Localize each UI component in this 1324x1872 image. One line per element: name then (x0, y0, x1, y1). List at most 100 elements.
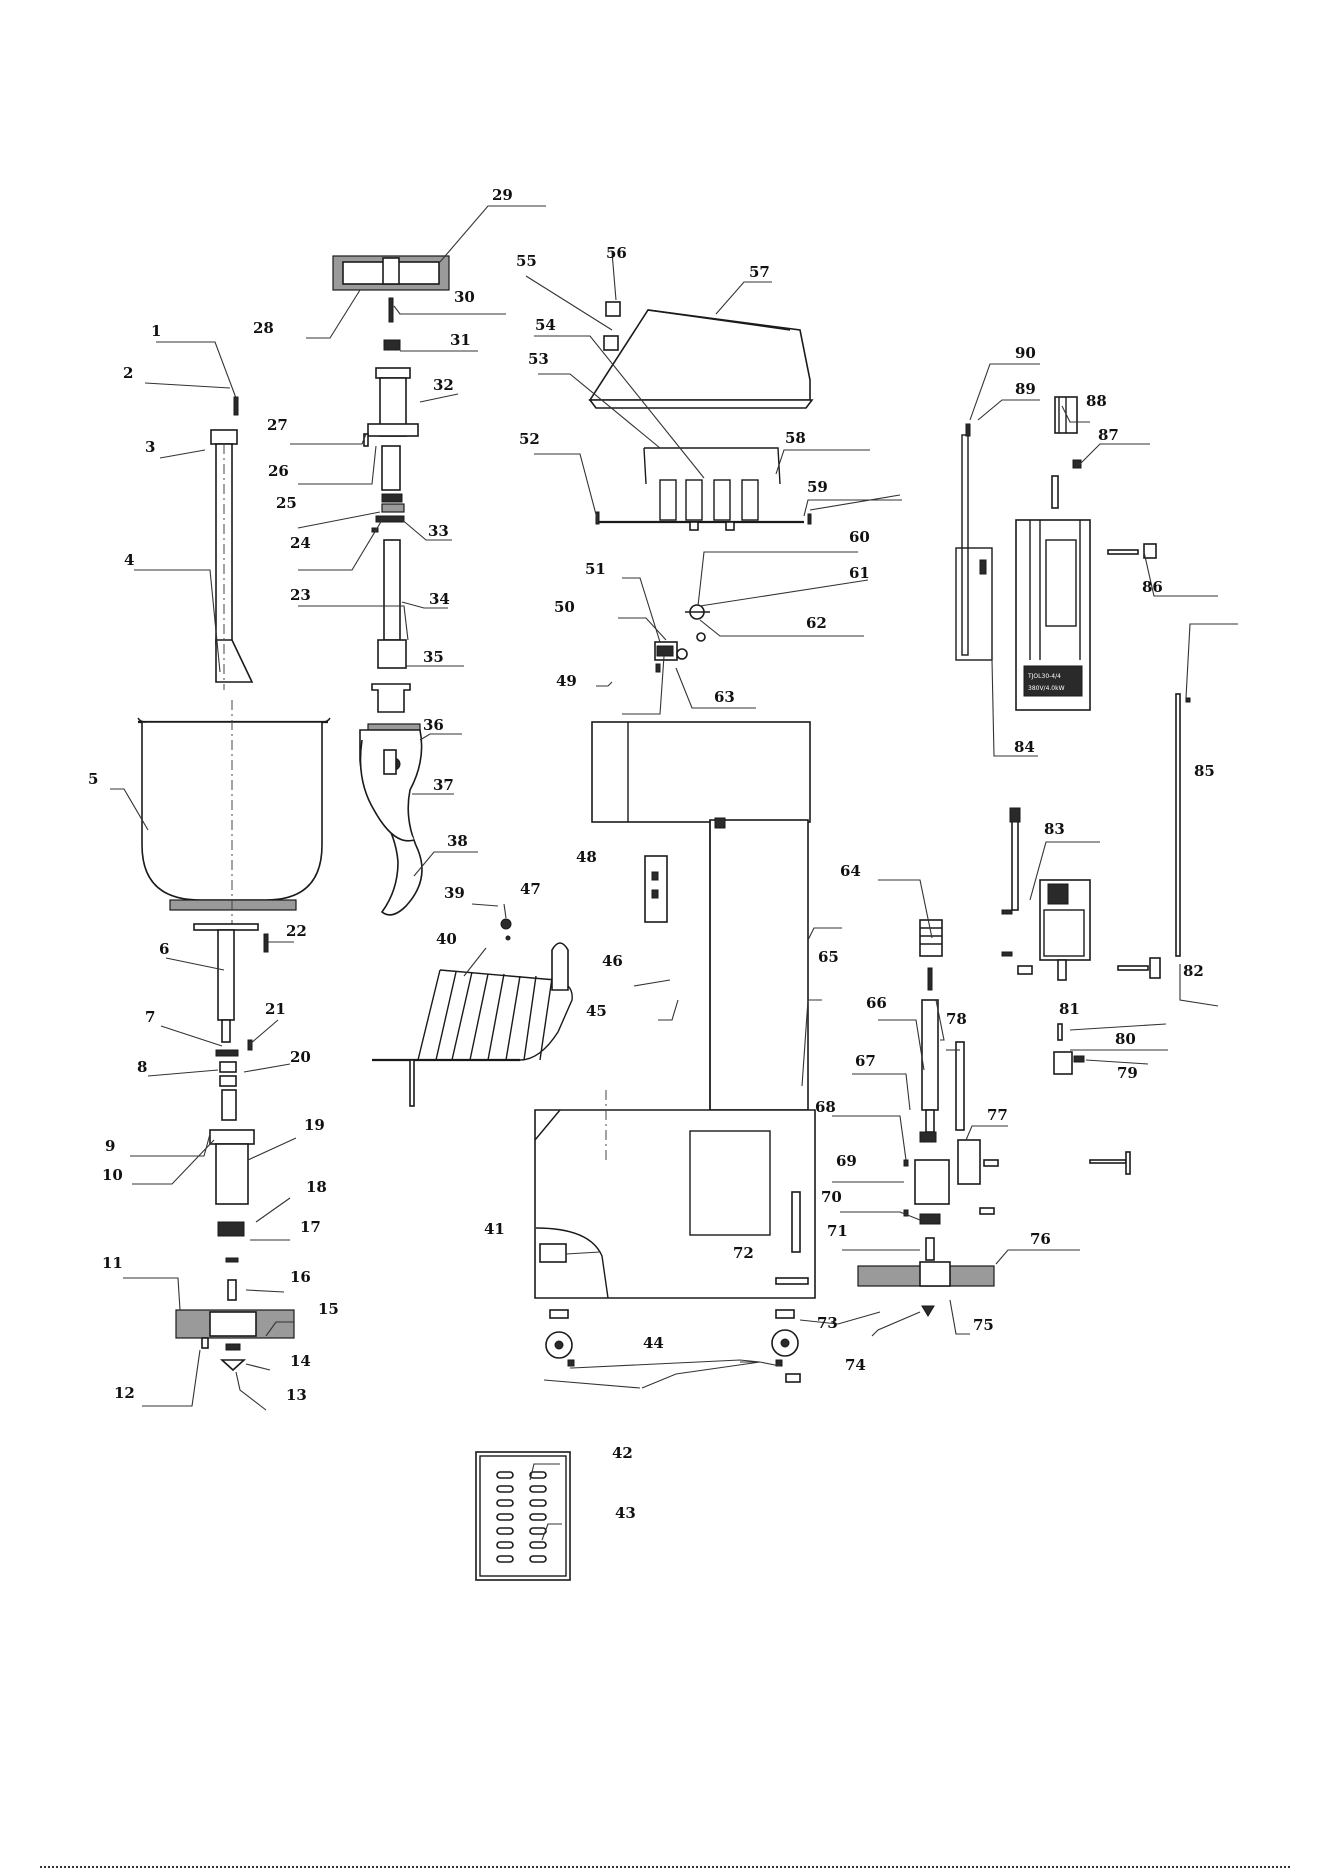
callout-62: 62 (806, 614, 827, 632)
callout-81: 81 (1059, 1000, 1080, 1018)
callout-24: 24 (290, 534, 311, 552)
motor-assembly-upper: TJOL30-4/4 380V/4.0kW (956, 397, 1190, 956)
callout-16: 16 (290, 1268, 311, 1286)
callout-68: 68 (815, 1098, 836, 1116)
callout-48: 48 (576, 848, 597, 866)
callout-51: 51 (585, 560, 606, 578)
drive-shaft-assembly (858, 920, 998, 1316)
bottom-dotted-rule (40, 1866, 1290, 1868)
callout-59: 59 (807, 478, 828, 496)
callout-4: 4 (124, 551, 134, 569)
callout-11: 11 (102, 1254, 123, 1272)
head-cover-assembly (590, 302, 812, 530)
callout-7: 7 (145, 1008, 155, 1026)
callout-77: 77 (987, 1106, 1008, 1124)
callout-42: 42 (612, 1444, 633, 1462)
callout-84: 84 (1014, 738, 1035, 756)
vent-panel (476, 1452, 570, 1580)
callout-55: 55 (516, 252, 537, 270)
callout-67: 67 (855, 1052, 876, 1070)
callout-30: 30 (454, 288, 475, 306)
callout-61: 61 (849, 564, 870, 582)
callout-2: 2 (123, 364, 133, 382)
callout-25: 25 (276, 494, 297, 512)
callout-15: 15 (318, 1300, 339, 1318)
callout-88: 88 (1086, 392, 1107, 410)
callout-35: 35 (423, 648, 444, 666)
callout-71: 71 (827, 1222, 848, 1240)
callout-52: 52 (519, 430, 540, 448)
callout-43: 43 (615, 1504, 636, 1522)
callout-23: 23 (290, 586, 311, 604)
callout-53: 53 (528, 350, 549, 368)
callout-74: 74 (845, 1356, 866, 1374)
callout-85: 85 (1194, 762, 1215, 780)
callout-31: 31 (450, 331, 471, 349)
callout-10: 10 (102, 1166, 123, 1184)
callout-32: 32 (433, 376, 454, 394)
callout-9: 9 (105, 1137, 115, 1155)
callout-58: 58 (785, 429, 806, 447)
callout-41: 41 (484, 1220, 505, 1238)
callout-39: 39 (444, 884, 465, 902)
callout-38: 38 (447, 832, 468, 850)
callout-75: 75 (973, 1316, 994, 1334)
callout-40: 40 (436, 930, 457, 948)
callout-79: 79 (1117, 1064, 1138, 1082)
callout-44: 44 (643, 1334, 664, 1352)
callout-57: 57 (749, 263, 770, 281)
callout-82: 82 (1183, 962, 1204, 980)
callout-14: 14 (290, 1352, 311, 1370)
callout-46: 46 (602, 952, 623, 970)
callout-19: 19 (304, 1116, 325, 1134)
callout-21: 21 (265, 1000, 286, 1018)
callout-13: 13 (286, 1386, 307, 1404)
callout-89: 89 (1015, 380, 1036, 398)
callout-54: 54 (535, 316, 556, 334)
callout-8: 8 (137, 1058, 147, 1076)
callout-64: 64 (840, 862, 861, 880)
callout-20: 20 (290, 1048, 311, 1066)
callout-60: 60 (849, 528, 870, 546)
callout-76: 76 (1030, 1230, 1051, 1248)
dough-hook (360, 724, 511, 940)
mixing-bowl (138, 700, 330, 930)
callout-72: 72 (733, 1244, 754, 1262)
callout-50: 50 (554, 598, 575, 616)
callout-65: 65 (818, 948, 839, 966)
callout-83: 83 (1044, 820, 1065, 838)
callout-5: 5 (88, 770, 98, 788)
callout-90: 90 (1015, 344, 1036, 362)
callout-86: 86 (1142, 578, 1163, 596)
svg-text:TJOL30-4/4: TJOL30-4/4 (1027, 673, 1061, 680)
callout-17: 17 (300, 1218, 321, 1236)
callout-87: 87 (1098, 426, 1119, 444)
callout-28: 28 (253, 319, 274, 337)
svg-text:380V/4.0kW: 380V/4.0kW (1028, 685, 1065, 692)
callout-69: 69 (836, 1152, 857, 1170)
wire-whisk-guard (372, 943, 572, 1106)
callout-34: 34 (429, 590, 450, 608)
callout-45: 45 (586, 1002, 607, 1020)
callout-26: 26 (268, 462, 289, 480)
callout-6: 6 (159, 940, 169, 958)
callout-49: 49 (556, 672, 577, 690)
callout-73: 73 (817, 1314, 838, 1332)
callout-70: 70 (821, 1188, 842, 1206)
callout-78: 78 (946, 1010, 967, 1028)
callout-56: 56 (606, 244, 627, 262)
callout-27: 27 (267, 416, 288, 434)
callout-36: 36 (423, 716, 444, 734)
callout-12: 12 (114, 1384, 135, 1402)
callout-80: 80 (1115, 1030, 1136, 1048)
callout-33: 33 (428, 522, 449, 540)
callout-1: 1 (151, 322, 161, 340)
callout-3: 3 (145, 438, 155, 456)
callout-22: 22 (286, 922, 307, 940)
casters (546, 1310, 800, 1382)
callout-18: 18 (306, 1178, 327, 1196)
callout-47: 47 (520, 880, 541, 898)
motor-assembly-lower (1002, 808, 1160, 1174)
callout-29: 29 (492, 186, 513, 204)
